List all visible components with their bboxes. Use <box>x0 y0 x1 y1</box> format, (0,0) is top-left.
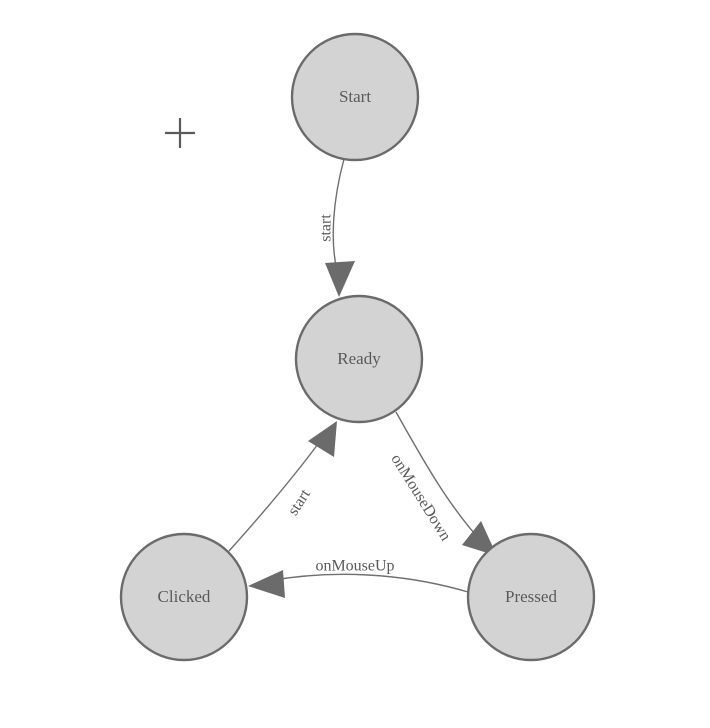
node-start-circle[interactable] <box>290 32 420 162</box>
edge-clicked-to-ready-path <box>228 443 319 552</box>
edge-label-ready-to-pressed: onMouseDown <box>387 451 454 544</box>
edge-ready-to-pressed-path <box>395 411 484 544</box>
node-pressed-label: Pressed <box>505 587 557 606</box>
edge-pressed-to-clicked[interactable]: onMouseUp <box>248 558 469 598</box>
node-ready[interactable]: Ready <box>294 294 424 424</box>
edge-clicked-to-ready-arrowhead <box>308 421 337 457</box>
edge-label-start-to-ready: start <box>318 214 335 242</box>
node-pressed[interactable]: Pressed <box>466 532 596 662</box>
node-pressed-circle[interactable] <box>466 532 596 662</box>
node-ready-label: Ready <box>337 349 381 368</box>
edge-label-clicked-to-ready: start <box>285 486 315 519</box>
edge-start-to-ready-arrowhead <box>325 261 355 297</box>
edge-ready-to-pressed-arrowhead <box>462 521 497 556</box>
edge-clicked-to-ready[interactable]: start <box>228 421 337 552</box>
edge-label-pressed-to-clicked: onMouseUp <box>315 558 394 575</box>
node-clicked-label: Clicked <box>158 587 211 606</box>
node-start[interactable]: Start <box>290 32 420 162</box>
edge-start-to-ready-path <box>332 158 345 272</box>
edge-pressed-to-clicked-path <box>267 573 469 593</box>
node-start-label: Start <box>339 87 371 106</box>
crosshair-icon <box>165 118 195 148</box>
edge-pressed-to-clicked-arrowhead <box>248 570 285 598</box>
edge-start-to-ready[interactable]: start <box>318 158 355 297</box>
node-clicked-circle[interactable] <box>119 532 249 662</box>
edge-ready-to-pressed[interactable]: onMouseDown <box>387 411 497 556</box>
node-ready-circle[interactable] <box>294 294 424 424</box>
node-clicked[interactable]: Clicked <box>119 532 249 662</box>
